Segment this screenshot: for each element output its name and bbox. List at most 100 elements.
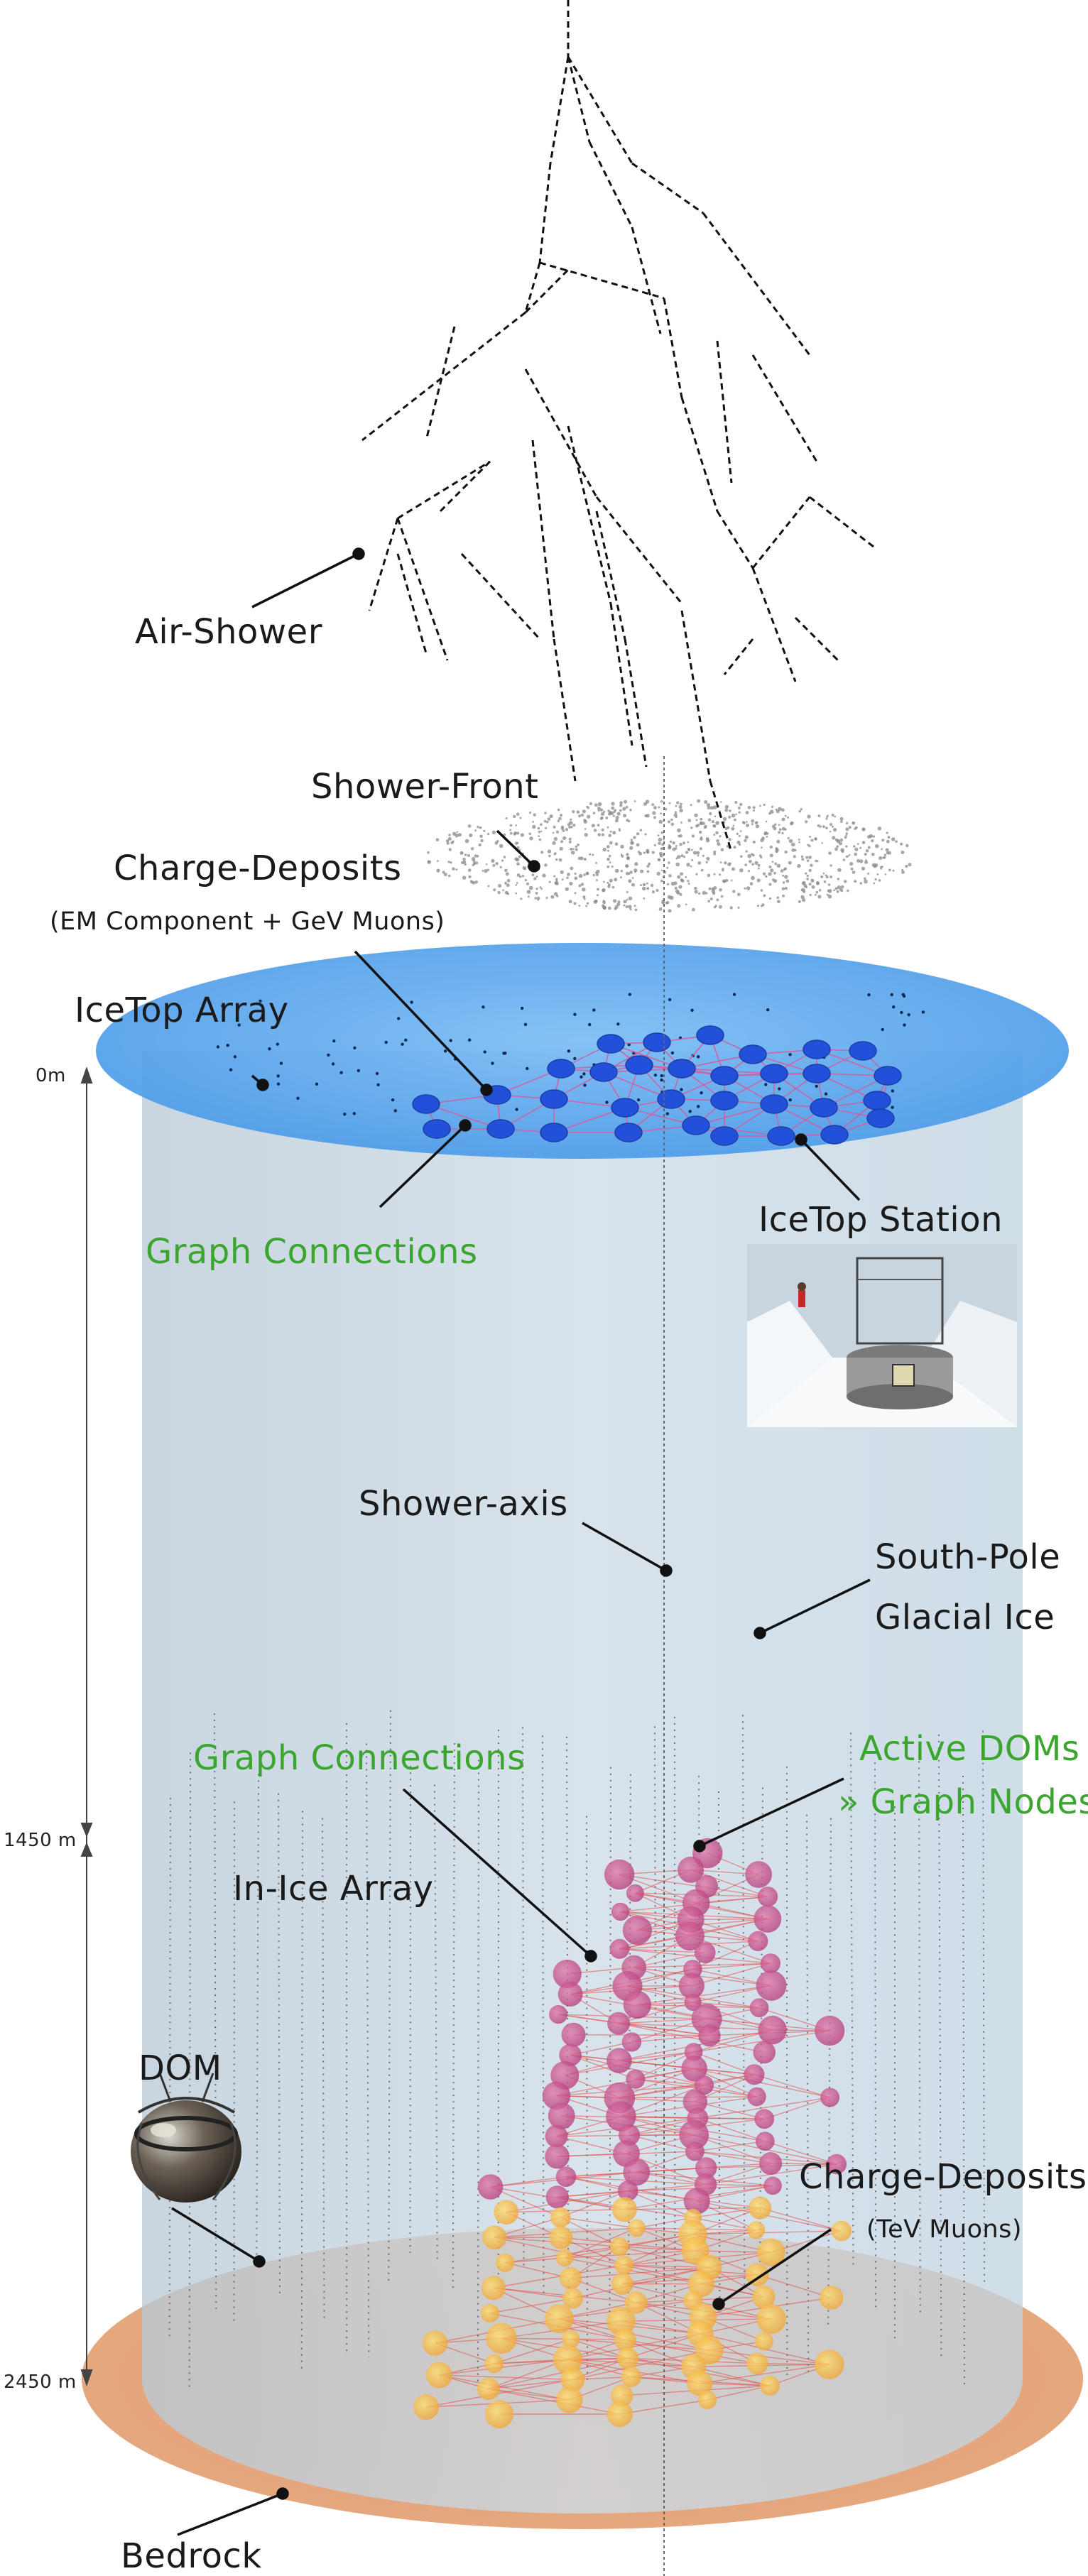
icetop-station-node	[540, 1123, 568, 1142]
in-ice-edge	[571, 2338, 709, 2351]
shower-particle	[798, 809, 802, 813]
icetop-tank	[515, 1108, 518, 1111]
shower-particle	[602, 900, 605, 902]
label-air-shower: Air-Shower	[135, 612, 322, 652]
in-ice-edge	[622, 2266, 709, 2285]
shower-particle	[468, 875, 472, 878]
shower-particle	[826, 816, 829, 818]
shower-particle	[497, 890, 501, 895]
shower-particle	[727, 862, 731, 866]
shower-particle	[643, 851, 646, 854]
shower-particle	[555, 878, 558, 881]
shower-particle	[780, 869, 784, 873]
icetop-station-node	[614, 1123, 643, 1142]
shower-particle	[574, 892, 577, 895]
shower-particle	[513, 832, 516, 836]
shower-particle	[901, 871, 905, 874]
active-dom-node	[557, 1982, 583, 2007]
shower-particle	[840, 820, 843, 823]
active-dom-node	[752, 2285, 776, 2308]
icetop-tank	[226, 1044, 229, 1047]
shower-particle	[805, 820, 808, 824]
shower-particle	[533, 877, 537, 880]
leader-lines	[171, 547, 871, 2536]
shower-particle	[732, 890, 736, 893]
shower-particle	[626, 819, 629, 822]
icetop-tank	[449, 1039, 452, 1042]
shower-particle	[483, 829, 486, 832]
active-dom-node	[477, 2377, 500, 2401]
shower-branch	[567, 56, 633, 164]
icetop-tank	[690, 1008, 694, 1013]
shower-particle	[553, 875, 556, 878]
shower-branch	[680, 397, 719, 512]
shower-particle	[474, 854, 477, 858]
icetop-tank	[616, 1022, 620, 1026]
shower-particle	[682, 856, 686, 858]
in-ice-edge	[439, 2374, 573, 2381]
icetop-tank	[788, 1098, 793, 1102]
shower-particle	[713, 851, 717, 853]
shower-particle	[690, 848, 693, 851]
shower-particle	[739, 843, 741, 846]
shower-particle	[827, 883, 831, 886]
icetop-station-node	[760, 1064, 788, 1084]
shower-particle	[705, 839, 710, 843]
shower-particle	[560, 814, 563, 817]
shower-particle	[537, 826, 540, 830]
shower-particle	[848, 853, 851, 856]
icetop-tank	[891, 1089, 895, 1093]
shower-particle	[570, 826, 573, 829]
shower-particle	[668, 861, 670, 864]
shower-particle	[547, 849, 552, 853]
shower-particle	[845, 855, 849, 858]
shower-particle	[700, 868, 704, 872]
shower-particle	[776, 839, 780, 844]
shower-particle	[869, 835, 872, 838]
active-dom-node	[761, 1953, 780, 1974]
in-ice-edge	[636, 2217, 693, 2229]
in-ice-edge	[690, 1869, 768, 1897]
shower-particle	[763, 894, 766, 897]
shower-particle	[859, 859, 864, 863]
shower-particle	[480, 839, 484, 843]
shower-branch	[588, 141, 633, 228]
shower-particle	[625, 806, 629, 809]
shower-particle	[658, 806, 660, 809]
shower-particle	[515, 884, 518, 886]
shower-particle	[522, 866, 526, 871]
active-dom-node	[606, 2306, 636, 2336]
shower-particle	[871, 839, 874, 843]
shower-branch	[567, 56, 591, 143]
shower-particle	[609, 841, 613, 845]
icetop-tank	[233, 1055, 237, 1059]
shower-particle	[677, 875, 681, 879]
shower-particle	[763, 803, 766, 807]
shower-particle	[778, 824, 780, 826]
in-ice-edge	[488, 2357, 629, 2390]
shower-particle	[509, 824, 513, 827]
shower-particle	[871, 853, 875, 856]
shower-particle	[658, 907, 663, 911]
in-ice-string	[300, 1811, 303, 2372]
shower-particle	[845, 832, 849, 835]
shower-particle	[577, 856, 581, 860]
active-dom-node	[556, 2386, 583, 2413]
shower-particle	[815, 890, 819, 894]
icetop-station-node	[423, 1119, 451, 1139]
shower-particle	[856, 843, 859, 845]
active-dom-node	[623, 2159, 651, 2186]
shower-particle	[631, 877, 634, 879]
shower-particle	[646, 850, 649, 854]
icetop-station-node	[668, 1059, 696, 1079]
shower-particle	[553, 892, 558, 896]
shower-particle	[646, 814, 650, 818]
shower-particle	[592, 853, 594, 856]
shower-branch	[595, 511, 626, 640]
icetop-tank	[580, 1075, 583, 1079]
air-shower-tree	[361, 0, 874, 853]
shower-particle	[668, 846, 672, 850]
label-icetop-station: IceTop Station	[758, 1200, 1003, 1240]
shower-particle	[623, 904, 626, 907]
in-ice-edge	[426, 2379, 573, 2408]
